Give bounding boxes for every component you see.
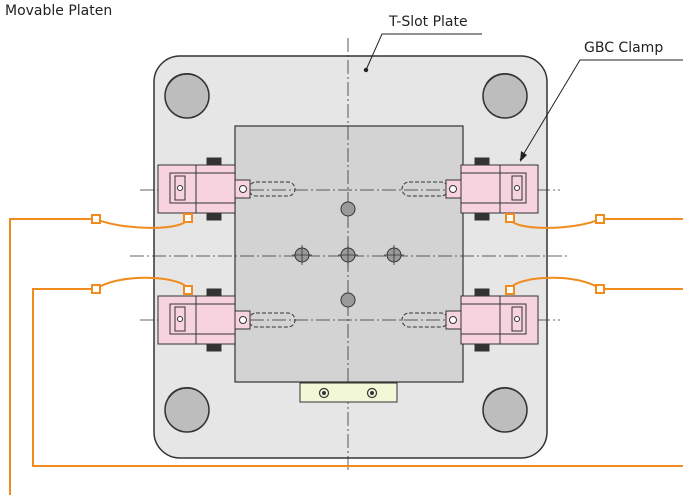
movable-platen-label: Movable Platen bbox=[5, 3, 113, 19]
gbc-clamp-label: GBC Clamp bbox=[584, 40, 664, 56]
nameplate bbox=[299, 382, 398, 403]
t-slot-plate-label: T-Slot Plate bbox=[389, 14, 468, 30]
gbc-clamp-bottom-right bbox=[445, 288, 539, 352]
tie-bar-holes bbox=[164, 73, 528, 433]
gbc-clamp-leader-arrow bbox=[520, 151, 527, 162]
leader-lines bbox=[365, 33, 683, 161]
t-slot-plate-leader-dot bbox=[363, 67, 369, 73]
gbc-clamp-top-left bbox=[157, 157, 251, 221]
hose-fittings bbox=[91, 213, 605, 295]
tie-bar-hole-bottom-right bbox=[482, 387, 528, 433]
tie-bar-hole-top-right bbox=[482, 73, 528, 119]
gbc-clamp-top-right bbox=[445, 157, 539, 221]
tie-bar-hole-bottom-left bbox=[164, 387, 210, 433]
gbc-clamp-bottom-left bbox=[157, 288, 251, 352]
tie-bar-hole-top-left bbox=[164, 73, 210, 119]
